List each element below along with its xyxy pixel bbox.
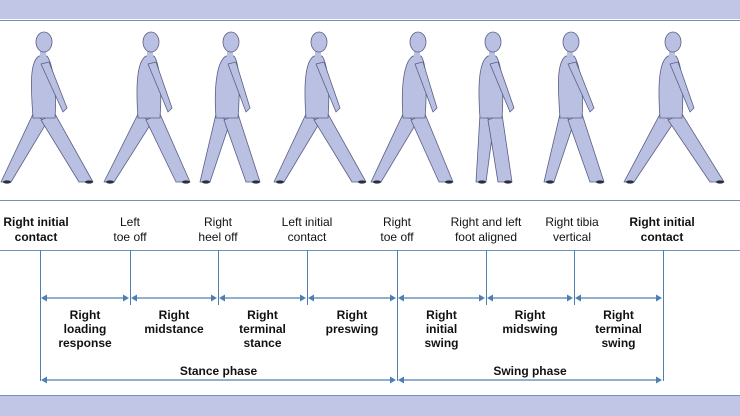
- event-marker-line: [663, 250, 664, 381]
- stance-phase-label: Stance phase: [179, 364, 258, 378]
- event-marker-line: [40, 250, 41, 381]
- walking-figure-4: [273, 31, 367, 184]
- walking-figure-6: [475, 31, 515, 184]
- event-label: Right tibia vertical: [545, 215, 599, 244]
- phase-label: Right preswing: [325, 308, 379, 336]
- event-label: Right initial contact: [3, 215, 69, 244]
- phase-arrow: [398, 294, 485, 302]
- event-label: Left initial contact: [281, 215, 333, 244]
- walking-figure-1: [0, 31, 94, 184]
- event-label: Right heel off: [198, 215, 238, 244]
- bottom-band: [0, 396, 740, 416]
- diagram-panel: [0, 19, 740, 396]
- walking-figure-8: [623, 31, 725, 184]
- phase-arrow: [41, 294, 129, 302]
- phase-arrow: [308, 294, 396, 302]
- phase-label: Right loading response: [58, 308, 112, 350]
- event-label: Right initial contact: [629, 215, 695, 244]
- event-marker-line: [218, 250, 219, 305]
- phase-label: Right initial swing: [424, 308, 459, 350]
- panel-top-rule: [0, 20, 740, 21]
- phase-arrow: [131, 294, 217, 302]
- walking-figure-2: [103, 31, 191, 184]
- event-marker-line: [486, 250, 487, 305]
- phase-arrow: [219, 294, 306, 302]
- events-divider-rule: [0, 250, 740, 251]
- phase-label: Right terminal swing: [595, 308, 642, 350]
- event-marker-line: [307, 250, 308, 305]
- event-label: Right toe off: [380, 215, 414, 244]
- phase-label: Right midstance: [144, 308, 204, 336]
- phase-label: Right terminal stance: [239, 308, 286, 350]
- swing-phase-label: Swing phase: [493, 364, 567, 378]
- top-band: [0, 0, 740, 19]
- panel-bottom-rule: [0, 395, 740, 396]
- phase-arrow: [487, 294, 573, 302]
- phase-arrow: [575, 294, 662, 302]
- walking-figure-5: [370, 31, 454, 184]
- event-label: Left toe off: [113, 215, 147, 244]
- figures-baseline-rule: [0, 200, 740, 201]
- phase-label: Right midswing: [502, 308, 558, 336]
- event-marker-line: [574, 250, 575, 305]
- swing-phase-arrow: [398, 376, 662, 384]
- event-marker-line: [130, 250, 131, 305]
- walking-figure-3: [199, 31, 261, 184]
- stance-phase-arrow: [41, 376, 396, 384]
- walking-figure-7: [543, 31, 605, 184]
- event-marker-line: [397, 250, 398, 381]
- event-label: Right and left foot aligned: [450, 215, 522, 244]
